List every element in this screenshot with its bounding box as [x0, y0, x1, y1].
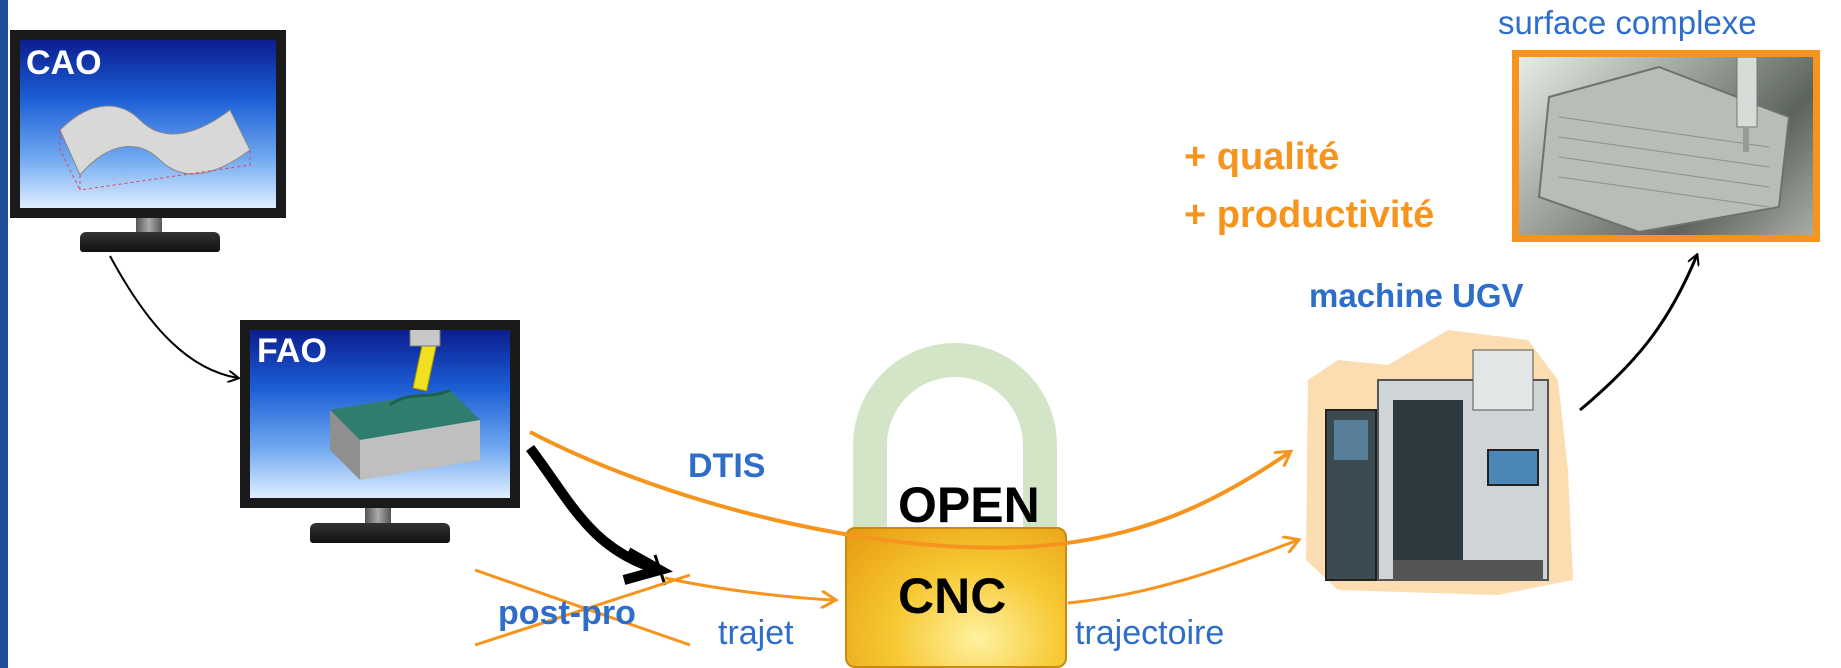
machine-ugv-label: machine UGV	[1309, 277, 1524, 314]
qualite-label: + qualité	[1184, 136, 1340, 178]
cao-monitor-neck	[136, 218, 162, 234]
surface-photo	[1537, 57, 1791, 234]
surface-complexe-image	[1512, 50, 1820, 242]
fao-label: FAO	[257, 332, 327, 370]
fao-screen	[240, 320, 520, 508]
dtis-label: DTIS	[688, 447, 766, 485]
cao-label: CAO	[26, 44, 102, 82]
surface-complexe-label: surface complexe	[1498, 4, 1757, 41]
cao-screen	[10, 30, 286, 218]
padlock-body	[845, 527, 1067, 668]
postpro-cross-2	[474, 568, 691, 647]
arrow-trajectoire	[1067, 540, 1298, 605]
cao-monitor-foot	[80, 232, 220, 252]
postpro-label: post-pro	[498, 594, 636, 632]
fao-monitor-foot	[310, 523, 450, 543]
arrow-fao-postpro	[526, 444, 662, 575]
cnc-label: CNC	[898, 568, 1007, 624]
milling-machine-icon	[1298, 320, 1580, 600]
postpro-cross-1	[474, 573, 691, 647]
open-label: OPEN	[898, 477, 1040, 533]
cam-part-icon	[330, 330, 480, 480]
arrow-machine-surface	[1579, 255, 1697, 412]
arrow-dtis	[529, 430, 1290, 550]
left-accent-bar	[0, 0, 8, 668]
cut-mark	[653, 554, 667, 586]
productivite-label: + productivité	[1184, 194, 1435, 236]
trajet-label: trajet	[718, 614, 794, 652]
trajectoire-label: trajectoire	[1075, 614, 1225, 652]
arrow-trajet	[664, 576, 835, 600]
arrow-cao-fao	[109, 255, 238, 378]
fao-monitor-neck	[365, 508, 391, 526]
cad-surface-icon	[59, 105, 251, 191]
